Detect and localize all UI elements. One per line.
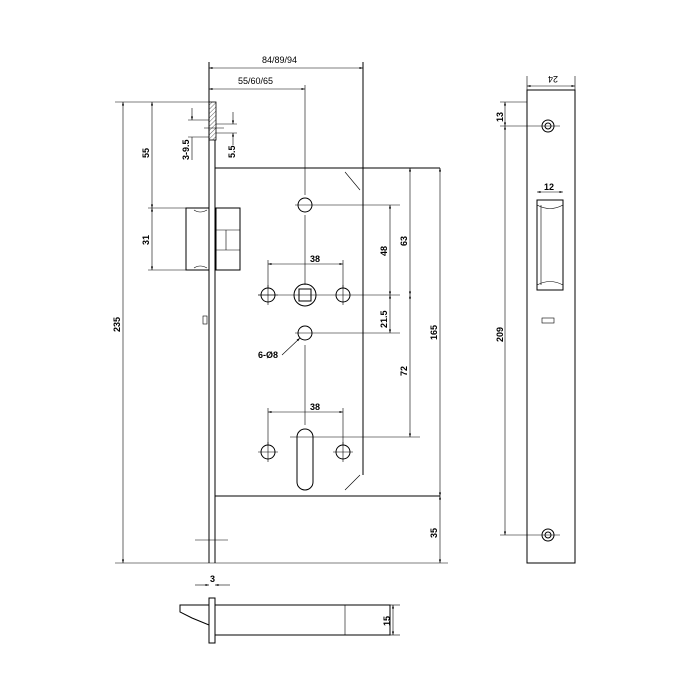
- faceplate-view: 24 13 209 12: [495, 74, 576, 564]
- dim-forend-step: 5.5: [227, 145, 237, 158]
- dim-hole-spacing-bottom: 38: [310, 402, 320, 412]
- dim-overall-height: 235: [112, 317, 122, 332]
- dim-latch-width: 12: [544, 182, 554, 192]
- dim-backset-total: 84/89/94: [262, 55, 297, 65]
- dim-case-thickness: 15: [382, 616, 392, 626]
- dim-follower-top-hole: 48: [379, 246, 389, 256]
- dim-latch-offset: 3-9.5: [181, 139, 191, 160]
- forend: [195, 62, 228, 563]
- dim-screw-offset: 13: [495, 112, 505, 122]
- dim-hole-spacing-top: 38: [310, 254, 320, 264]
- dim-follower-case-top: 63: [399, 236, 409, 246]
- bottom-view: 3 15: [179, 574, 400, 644]
- dimensions-front: 84/89/94 55/60/65 235 55 31 3-9.5 5.5 38…: [112, 55, 448, 564]
- dim-follower-center-hole: 21.5: [379, 310, 389, 328]
- latch-bolt: [185, 207, 241, 271]
- dim-top-to-latch: 55: [141, 148, 151, 158]
- dim-latch-height: 31: [141, 235, 151, 245]
- dim-forend-thickness: 3: [210, 574, 215, 584]
- dim-holes: 6-Ø8: [258, 350, 278, 360]
- lock-case: [215, 62, 440, 497]
- mounting-holes: [258, 197, 420, 491]
- dim-case-to-bottom: 35: [429, 528, 439, 538]
- dim-screw-spacing: 209: [495, 327, 505, 342]
- dim-case-height: 165: [429, 325, 439, 340]
- dim-follower-cylinder: 72: [399, 366, 409, 376]
- dim-backset: 55/60/65: [238, 76, 273, 86]
- dim-faceplate-width: 24: [548, 74, 558, 84]
